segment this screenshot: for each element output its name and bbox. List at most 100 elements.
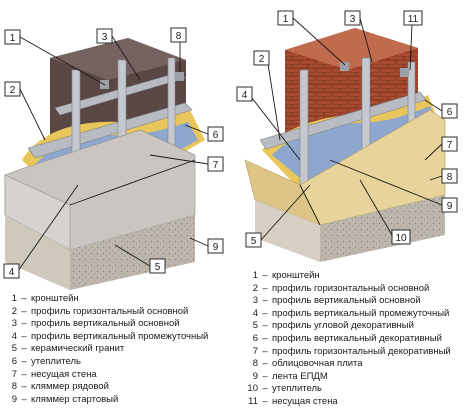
- svg-text:3: 3: [350, 14, 356, 25]
- svg-text:8: 8: [176, 31, 182, 42]
- legend-text: керамический гранит: [31, 343, 125, 355]
- legend-text: кляммер рядовой: [31, 381, 109, 393]
- svg-text:8: 8: [447, 172, 453, 183]
- legend-text: профиль вертикальный декоративный: [272, 332, 442, 344]
- legend-dash: –: [262, 358, 268, 370]
- left-bracket-2: [175, 72, 184, 81]
- legend-row: 4–профиль вертикальный промежуточный: [247, 308, 451, 321]
- legend-dash: –: [262, 370, 268, 382]
- legend-row: 9–лента ЕПДМ: [247, 371, 451, 384]
- legend-dash: –: [262, 383, 268, 395]
- legend-text: профиль горизонтальный основной: [31, 305, 189, 317]
- right-callout-9: 9: [441, 197, 458, 213]
- legend-text: профиль горизонтальный декоративный: [272, 345, 451, 357]
- left-callout-2: 2: [4, 81, 21, 97]
- right-callout-3: 3: [344, 10, 361, 26]
- legend-text: облицовочная плита: [272, 358, 363, 370]
- right-bracket-2: [400, 68, 409, 77]
- legend-dash: –: [21, 343, 27, 355]
- legend-dash: –: [21, 330, 27, 342]
- legend-row: 6–профиль вертикальный декоративный: [247, 333, 451, 346]
- right-callout-8: 8: [441, 168, 458, 184]
- legend-number: 8: [252, 358, 258, 370]
- svg-text:7: 7: [213, 160, 219, 171]
- left-bearing-wall-top: [50, 38, 186, 80]
- right-callout-5: 5: [245, 232, 262, 248]
- legend-dash: –: [21, 381, 27, 393]
- left-callout-6: 6: [207, 126, 224, 142]
- right-plinth-side: [255, 200, 320, 262]
- left-callout-5: 5: [149, 258, 166, 274]
- svg-text:4: 4: [242, 90, 248, 101]
- legend-row: 10–утеплитель: [247, 383, 451, 396]
- svg-text:6: 6: [213, 130, 219, 141]
- legend-row: 4–профиль вертикальный промежуточный: [6, 330, 209, 344]
- legend-dash: –: [262, 282, 268, 294]
- legend-row: 3–профиль вертикальный основной: [6, 318, 208, 331]
- left-callout-7: 7: [207, 156, 224, 172]
- left-callout-8: 8: [170, 27, 187, 43]
- legend-text: несущая стена: [31, 368, 97, 380]
- legend-number: 4: [11, 330, 17, 342]
- left-horizontal-profile: [27, 102, 193, 159]
- legend-dash: –: [21, 368, 27, 380]
- legend-number: 6: [252, 332, 258, 344]
- right-callout-7: 7: [441, 136, 458, 152]
- legend-row: 7–несущая стена: [6, 369, 208, 382]
- legend-row: 9–кляммер стартовый: [6, 394, 208, 407]
- legend-number: 3: [11, 318, 17, 330]
- legend-number: 1: [252, 270, 258, 281]
- legend-dash: –: [21, 393, 27, 405]
- legend-number: 9: [11, 393, 17, 405]
- svg-text:2: 2: [259, 54, 265, 65]
- legend-text: профиль вертикальный основной: [31, 318, 180, 330]
- legend-row: 1–кронштейн: [247, 270, 451, 283]
- right-callout-10: 10: [391, 229, 411, 245]
- legend-text: профиль горизонтальный основной: [272, 282, 430, 294]
- legend-text: профиль вертикальный промежуточный: [272, 307, 450, 319]
- legend-number: 1: [11, 293, 17, 304]
- svg-text:4: 4: [9, 267, 15, 278]
- legend-row: 6–утеплитель: [6, 356, 208, 369]
- legend-row: 5–профиль угловой декоративный: [247, 320, 451, 333]
- legend-dash: –: [21, 318, 27, 330]
- left-callout-9: 9: [207, 238, 224, 254]
- legend-text: утеплитель: [31, 355, 81, 367]
- right-plinth-front: [320, 195, 445, 262]
- legend-number: 3: [252, 295, 258, 307]
- svg-text:11: 11: [408, 14, 419, 25]
- legend-dash: –: [21, 305, 27, 317]
- svg-text:1: 1: [283, 14, 289, 25]
- svg-text:9: 9: [213, 242, 219, 253]
- legend-row: 5–керамический гранит: [6, 343, 208, 356]
- right-facade-drawing: [244, 28, 446, 262]
- right-callout-1: 1: [277, 10, 294, 26]
- legend-number: 2: [11, 305, 17, 317]
- legend-text: профиль вертикальный промежуточный: [31, 330, 209, 342]
- legend-row: 7–профиль горизонтальный декоративный: [247, 346, 451, 359]
- legend-row: 11–несущая стена: [247, 396, 451, 409]
- legend-row: 1–кронштейн: [6, 293, 208, 306]
- right-vertical-profile-1: [299, 69, 309, 201]
- legend-row: 2–профиль горизонтальный основной: [247, 283, 451, 296]
- legend-number: 4: [252, 307, 258, 319]
- right-callout-6: 6: [441, 103, 458, 119]
- right-leader-lines: [251, 17, 443, 241]
- legend-row: 8–кляммер рядовой: [6, 381, 208, 394]
- legend-text: профиль угловой декоративный: [272, 320, 414, 332]
- legend-number: 5: [11, 343, 17, 355]
- left-callout-3: 3: [96, 28, 113, 44]
- right-brick-wall-top: [285, 28, 418, 70]
- left-plinth-front: [70, 215, 195, 290]
- left-callout-1: 1: [4, 29, 21, 45]
- legend-row: 2–профиль горизонтальный основной: [6, 306, 208, 319]
- legend-text: лента ЕПДМ: [272, 370, 328, 382]
- left-plinth-side: [5, 215, 70, 290]
- legend-number: 5: [252, 320, 258, 332]
- legend-dash: –: [262, 270, 268, 281]
- legend-number: 9: [252, 370, 258, 382]
- right-insulation-blue: [272, 106, 435, 182]
- svg-text:7: 7: [447, 140, 453, 151]
